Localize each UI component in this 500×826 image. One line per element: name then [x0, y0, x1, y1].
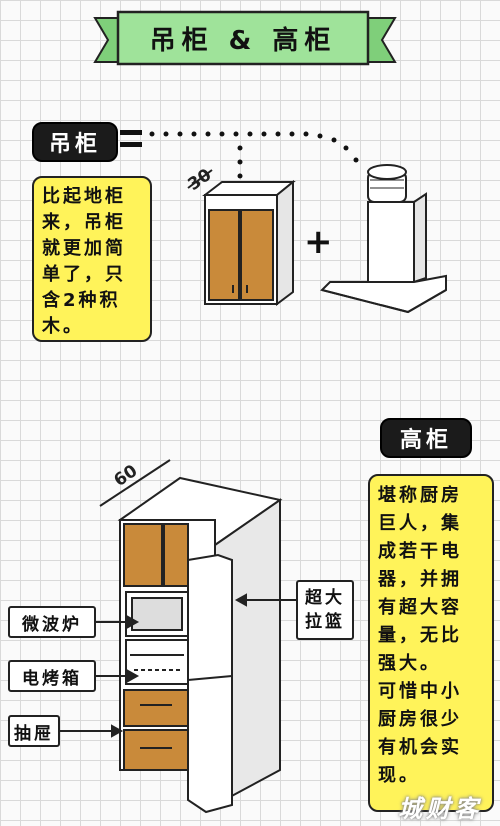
title-banner-ribbon	[93, 10, 397, 66]
tall-cabinet-note: 堪称厨房 巨人，集 成若干电 器，并拥 有超大容 量，无比 强大。 可惜中小 厨…	[368, 474, 494, 812]
microwave-label: 微波炉	[8, 606, 96, 638]
page-title: 吊柜 & 高柜	[149, 25, 337, 56]
equals-sign	[120, 130, 142, 147]
wall-cabinet-heading: 吊柜	[32, 122, 118, 162]
leader-arrows	[60, 593, 296, 738]
plus-sign: +	[304, 222, 333, 262]
wall-cabinet-drawing	[187, 169, 296, 306]
pull-basket-label: 超大 拉篮	[296, 580, 354, 640]
range-hood-drawing	[320, 164, 447, 314]
tall-cabinet-drawing	[99, 459, 283, 814]
tall-cabinet-heading: 高柜	[380, 418, 472, 458]
watermark: 城财客	[398, 795, 482, 823]
dotted-connector	[149, 131, 359, 179]
oven-label: 电烤箱	[8, 660, 96, 692]
drawer-label: 抽屉	[8, 715, 60, 747]
wall-cabinet-note: 比起地柜 来，吊柜 就更加简 单了，只 含2种积 木。	[32, 176, 152, 342]
